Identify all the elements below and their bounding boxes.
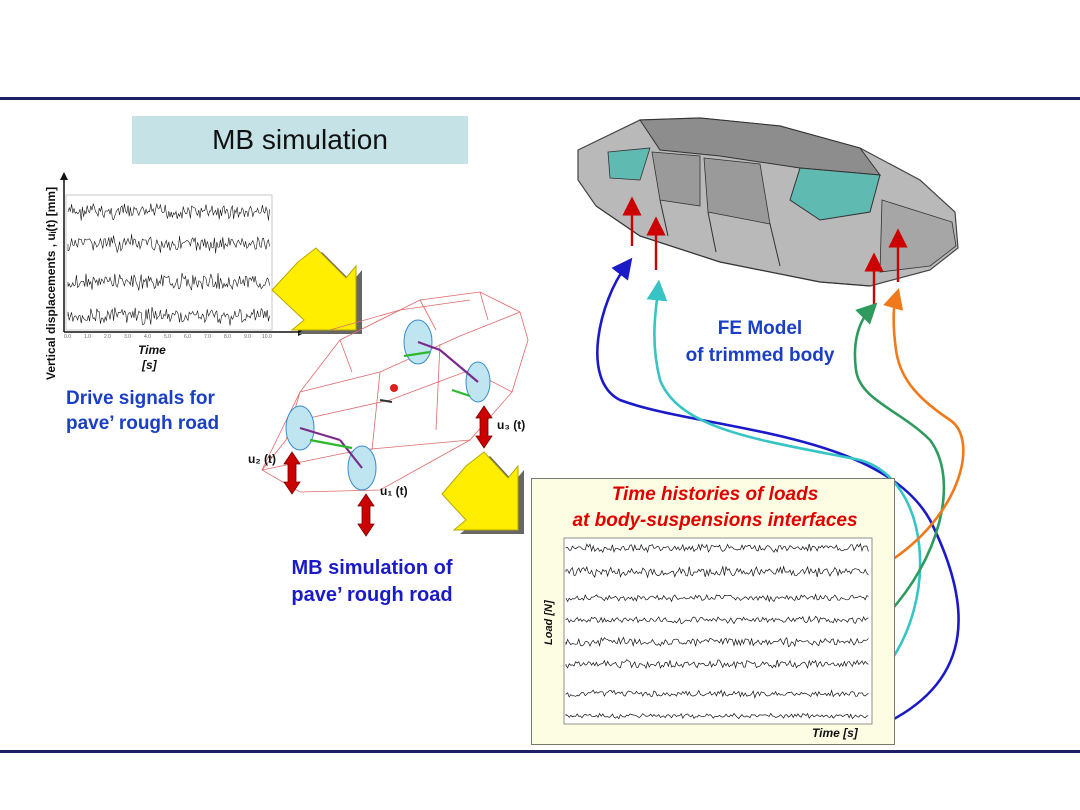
- loads-y-axis-label: Load [N]: [543, 600, 555, 645]
- svg-text:0.0: 0.0: [64, 334, 71, 340]
- drive-x-axis-label: Time: [138, 343, 166, 357]
- top-rule: [0, 97, 1080, 100]
- red-double-arrow-icon: [475, 405, 493, 449]
- svg-text:1.0: 1.0: [84, 334, 91, 340]
- mb-caption-line2: pave’ rough road: [291, 584, 453, 606]
- svg-text:9.0: 9.0: [244, 334, 251, 340]
- car-wireframe-icon: [261, 291, 529, 493]
- u3-label: u₃ (t): [497, 418, 526, 432]
- load-traces: [565, 542, 869, 720]
- drive-y-axis-label: Vertical displacements , uᵢ(t) [mm]: [44, 186, 58, 380]
- drive-signal-trace: [67, 272, 270, 291]
- load-trace: [565, 659, 869, 670]
- svg-text:2.0: 2.0: [104, 334, 111, 340]
- load-trace: [565, 689, 869, 699]
- body-load-arrows: [622, 196, 908, 306]
- u2-label: u₂ (t): [248, 452, 276, 466]
- fe-caption-line2: of trimmed body: [685, 345, 835, 366]
- yellow-block-arrow-icon: [441, 451, 524, 534]
- load-path-curves: [596, 257, 965, 728]
- drive-x-ticks: 0.0 1.0 2.0 3.0 4.0 5.0 6.0 7.0 8.0 9.0 10.0: [64, 334, 272, 340]
- svg-text:8.0: 8.0: [224, 334, 231, 340]
- red-double-arrow-icon: [357, 493, 375, 537]
- drive-signal-trace: [67, 202, 270, 221]
- center-of-mass-marker: [390, 384, 398, 392]
- load-trace: [565, 615, 869, 625]
- loads-caption-line2: at body-suspensions interfaces: [572, 510, 858, 531]
- load-trace: [565, 636, 869, 648]
- mb-caption-line1: MB simulation of: [291, 557, 453, 579]
- drive-signal-trace: [67, 306, 270, 326]
- loads-x-axis-label: Time [s]: [812, 726, 858, 740]
- drive-caption-line1: Drive signals for: [66, 388, 215, 409]
- load-trace: [565, 712, 869, 720]
- u1-label: u₁ (t): [380, 484, 408, 498]
- yellow-block-arrow-icon: [271, 247, 362, 334]
- red-double-arrow-icon: [283, 451, 301, 495]
- svg-text:5.0: 5.0: [164, 334, 171, 340]
- svg-text:4.0: 4.0: [144, 334, 151, 340]
- drive-signal-trace: [67, 234, 270, 254]
- fe-caption-line1: FE Model: [717, 318, 803, 339]
- loads-caption-line1: Time histories of loads: [611, 484, 819, 505]
- bottom-rule: [0, 750, 1080, 753]
- load-trace: [565, 593, 869, 603]
- svg-text:7.0: 7.0: [204, 334, 211, 340]
- drive-signals-plot: 0.0 1.0 2.0 3.0 4.0 5.0 6.0 7.0 8.0 9.0 10.0: [60, 172, 306, 340]
- svg-text:3.0: 3.0: [124, 334, 131, 340]
- car-body-icon: [577, 117, 959, 287]
- drive-signal-traces: [67, 202, 270, 326]
- svg-text:6.0: 6.0: [184, 334, 191, 340]
- suspension-links: [299, 340, 479, 469]
- svg-text:10.0: 10.0: [262, 334, 272, 340]
- drive-x-axis-unit: [s]: [142, 358, 157, 372]
- load-trace: [565, 542, 869, 554]
- page-title: MB simulation: [132, 116, 468, 164]
- drive-caption-line2: pave’ rough road: [66, 413, 220, 434]
- load-trace: [565, 565, 869, 579]
